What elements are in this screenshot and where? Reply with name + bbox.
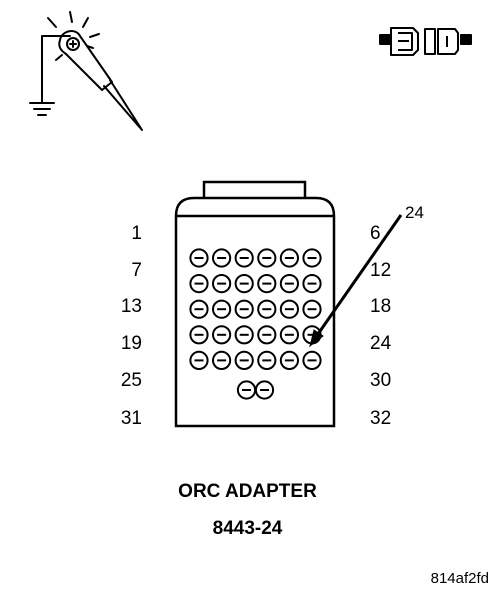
pin-label-right-30: 30 bbox=[370, 370, 392, 391]
pin-cavity-17 bbox=[279, 299, 299, 319]
pin-cavity-22 bbox=[257, 325, 277, 345]
pin-cavity-23 bbox=[279, 325, 299, 345]
pin-cavity-26 bbox=[212, 350, 232, 370]
pin-cavity-13 bbox=[189, 299, 209, 319]
pin-label-right-32: 32 bbox=[370, 408, 392, 429]
callout-label: 24 bbox=[405, 203, 424, 222]
pin-label-right-18: 18 bbox=[370, 296, 392, 317]
pin-cavity-4 bbox=[257, 248, 277, 268]
pin-label-left-19: 19 bbox=[120, 333, 142, 354]
pin-cavity-15 bbox=[234, 299, 254, 319]
pin-cavity-7 bbox=[189, 274, 209, 294]
pin-cavity-10 bbox=[257, 274, 277, 294]
pin-cavity-30 bbox=[302, 350, 322, 370]
pin-cavity-28 bbox=[257, 350, 277, 370]
pin-cavity-29 bbox=[279, 350, 299, 370]
pin-label-right-24: 24 bbox=[370, 333, 392, 354]
pin-cavity-11 bbox=[279, 274, 299, 294]
pin-label-left-1: 1 bbox=[131, 223, 142, 244]
pin-cavity-16 bbox=[257, 299, 277, 319]
pin-cavity-9 bbox=[234, 274, 254, 294]
pin-cavity-25 bbox=[189, 350, 209, 370]
pin-cavity-20 bbox=[212, 325, 232, 345]
pin-cavity-18 bbox=[302, 299, 322, 319]
pin-cavity-32 bbox=[254, 380, 275, 400]
connector-icon bbox=[379, 27, 472, 56]
pin-cavity-31 bbox=[236, 380, 257, 400]
pin-label-left-25: 25 bbox=[120, 370, 142, 391]
pin-label-right-6: 6 bbox=[370, 223, 381, 244]
pin-label-right-12: 12 bbox=[370, 260, 392, 281]
pin-label-left-13: 13 bbox=[120, 296, 142, 317]
pin-cavity-12 bbox=[302, 274, 322, 294]
pin-cavity-5 bbox=[279, 248, 299, 268]
pin-cavity-21 bbox=[234, 325, 254, 345]
test-probe-icon bbox=[29, 11, 143, 131]
pin-cavity-6 bbox=[302, 248, 322, 268]
pin-cavity-19 bbox=[189, 325, 209, 345]
pin-grid bbox=[189, 248, 322, 400]
pin-label-left-31: 31 bbox=[120, 408, 142, 429]
diagram-title: ORC ADAPTER bbox=[178, 481, 317, 502]
callout-arrow bbox=[309, 214, 403, 348]
pin-cavity-8 bbox=[212, 274, 232, 294]
pin-cavity-3 bbox=[234, 248, 254, 268]
pin-cavity-1 bbox=[189, 248, 209, 268]
pin-cavity-2 bbox=[212, 248, 232, 268]
part-number: 8443-24 bbox=[212, 518, 283, 539]
pin-label-left-7: 7 bbox=[131, 260, 142, 281]
figure-reference: 814af2fd bbox=[430, 570, 489, 587]
pin-cavity-14 bbox=[212, 299, 232, 319]
pin-cavity-27 bbox=[234, 350, 254, 370]
